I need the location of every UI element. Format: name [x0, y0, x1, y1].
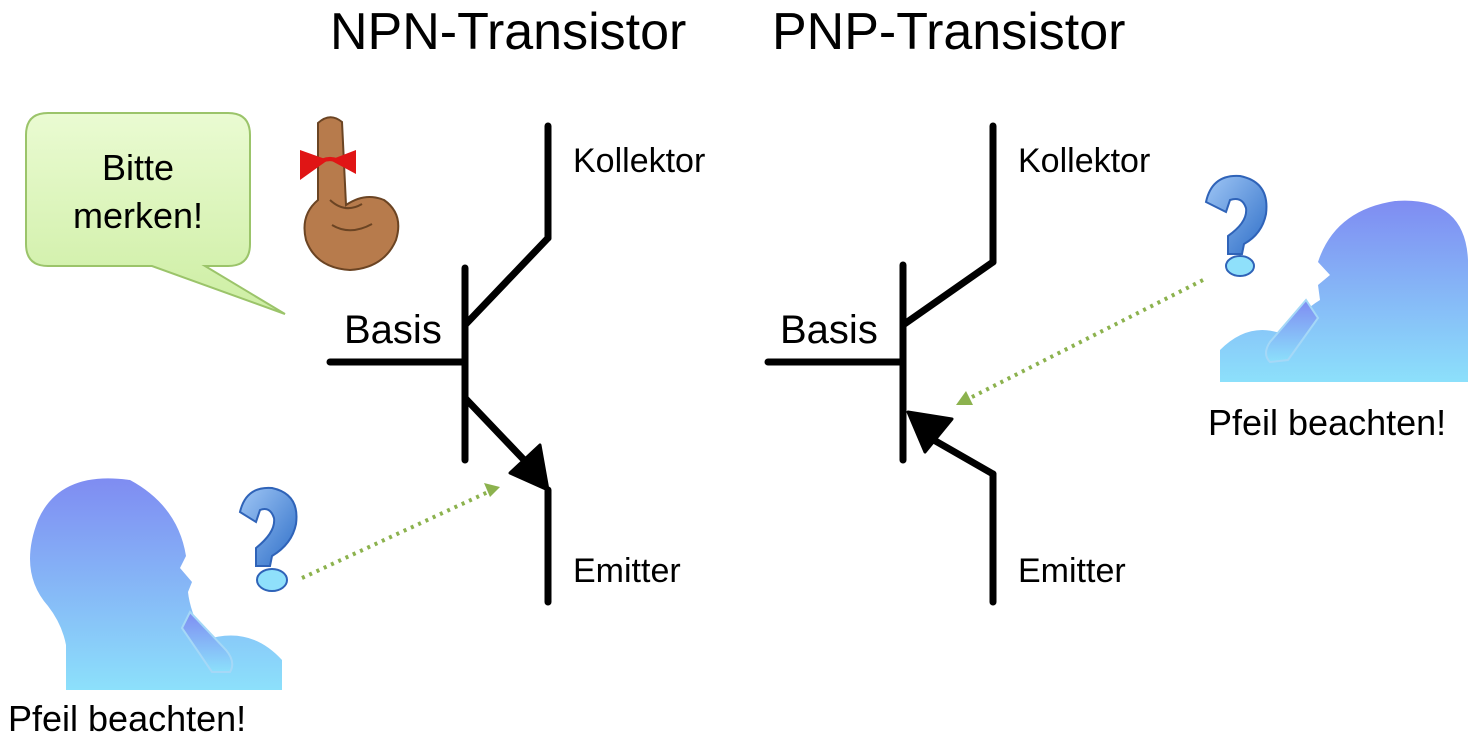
pnp-collector-label: Kollektor: [1018, 142, 1151, 180]
question-mark-right-icon: [1204, 174, 1268, 277]
finger-ribbon-icon: [300, 116, 400, 272]
pnp-title: PNP-Transistor: [772, 3, 1126, 61]
thinking-person-left-icon: [30, 478, 282, 690]
pnp-base-label: Basis: [780, 308, 878, 352]
pnp-emitter-arrow: [906, 410, 954, 454]
callout-bubble: [25, 112, 286, 315]
npn-emitter-arrow: [508, 443, 550, 492]
hint-caption-left: Pfeil beachten!: [8, 698, 247, 739]
pnp-transistor-symbol: [764, 122, 997, 606]
npn-hint-arrow: [301, 483, 500, 580]
npn-base-label: Basis: [344, 308, 442, 352]
question-mark-left-icon: [238, 486, 298, 592]
hint-caption-right: Pfeil beachten!: [1208, 402, 1447, 443]
thinking-person-right-icon: [1220, 200, 1468, 382]
npn-title: NPN-Transistor: [330, 3, 687, 61]
callout-line-2: merken!: [72, 195, 204, 236]
npn-transistor-symbol: [326, 122, 552, 606]
pnp-hint-arrow: [956, 278, 1204, 405]
callout-line-1: Bitte: [101, 147, 175, 188]
callout-text: Bitte merken!: [26, 144, 250, 240]
npn-collector-label: Kollektor: [573, 142, 706, 180]
npn-emitter-label: Emitter: [573, 552, 681, 590]
pnp-emitter-label: Emitter: [1018, 552, 1126, 590]
